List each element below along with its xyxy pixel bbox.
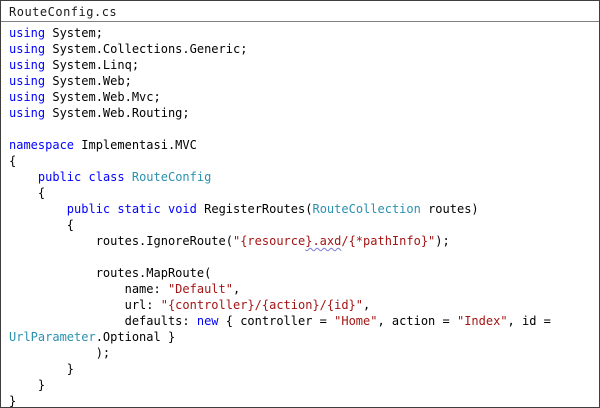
code-line: using System.Web.Routing; (9, 105, 599, 121)
code-token: class (88, 170, 125, 184)
code-token: } (9, 362, 75, 376)
code-token: routes.IgnoreRoute( (9, 234, 233, 248)
code-token: /{*pathInfo}" (341, 234, 436, 248)
code-line: UrlParameter.Optional } (9, 329, 599, 345)
code-token: { (9, 186, 46, 200)
code-token: routes) (420, 202, 479, 216)
code-line: routes.IgnoreRoute("{resource}.axd/{*pat… (9, 233, 599, 249)
code-line: } (9, 361, 599, 377)
code-line: public class RouteConfig (9, 169, 599, 185)
code-token: Implementasi.MVC (74, 138, 197, 152)
code-token: "{resource (232, 234, 306, 248)
code-line: using System; (9, 25, 599, 41)
code-token: System.Web; (45, 74, 132, 88)
code-token (125, 170, 132, 184)
code-line: ); (9, 345, 599, 361)
code-token: System.Web.Mvc; (45, 90, 161, 104)
code-token: UrlParameter (9, 330, 96, 344)
code-token: RouteConfig (131, 170, 212, 184)
code-token: "{controller}/{action}/{id}" (160, 298, 364, 312)
code-line: defaults: new { controller = "Home", act… (9, 313, 599, 329)
code-line: { (9, 185, 599, 201)
code-token: static (117, 202, 161, 216)
code-line: using System.Web.Mvc; (9, 89, 599, 105)
code-token: , id = (507, 314, 551, 328)
code-token: routes.MapRoute( (9, 266, 212, 280)
code-token (161, 202, 168, 216)
title-bar: RouteConfig.cs (1, 1, 599, 22)
code-token: "Home" (334, 314, 378, 328)
code-token: , (232, 282, 241, 296)
code-token: , (363, 298, 371, 312)
code-token: namespace (9, 138, 75, 152)
code-token: url: (9, 298, 161, 312)
code-token (9, 170, 38, 184)
code-token: public (66, 202, 111, 216)
code-token (9, 202, 67, 216)
code-token: void (167, 202, 197, 216)
code-line: using System.Web; (9, 73, 599, 89)
code-line: } (9, 377, 599, 393)
code-token: , action = (377, 314, 457, 328)
code-token: System; (45, 26, 103, 40)
code-token: public (37, 170, 82, 184)
code-token: RegisterRoutes( (196, 202, 313, 216)
code-line: { (9, 153, 599, 169)
code-token: defaults: (9, 314, 197, 328)
code-line: url: "{controller}/{action}/{id}", (9, 297, 599, 313)
code-token: using (9, 42, 46, 56)
code-token: .Optional } (95, 330, 176, 344)
code-token: System.Linq; (45, 58, 140, 72)
code-line (9, 121, 599, 137)
code-line: routes.MapRoute( (9, 265, 599, 281)
code-line: namespace Implementasi.MVC (9, 137, 599, 153)
code-line: } (9, 393, 599, 408)
code-token: using (9, 26, 46, 40)
code-line: { (9, 217, 599, 233)
code-token: "Index" (456, 314, 508, 328)
code-area[interactable]: using System;using System.Collections.Ge… (1, 22, 599, 408)
code-token: ); (9, 346, 111, 360)
code-token: RouteCollection (312, 202, 421, 216)
squiggle-token: }.axd (305, 234, 342, 248)
code-token: name: (9, 282, 168, 296)
code-line: using System.Collections.Generic; (9, 41, 599, 57)
code-token: ); (435, 234, 450, 248)
code-token: { (9, 218, 75, 232)
code-token: new (196, 314, 219, 328)
code-token: using (9, 90, 46, 104)
code-token: System.Collections.Generic; (45, 42, 248, 56)
code-token: using (9, 74, 46, 88)
code-token: using (9, 106, 46, 120)
code-line: public static void RegisterRoutes(RouteC… (9, 201, 599, 217)
code-token: } (9, 394, 17, 408)
code-token: "Default" (167, 282, 233, 296)
code-line (9, 249, 599, 265)
code-token: System.Web.Routing; (45, 106, 190, 120)
code-token: { controller = (218, 314, 335, 328)
code-token: using (9, 58, 46, 72)
code-line: name: "Default", (9, 281, 599, 297)
code-line: using System.Linq; (9, 57, 599, 73)
file-name: RouteConfig.cs (9, 5, 118, 19)
code-token: { (9, 154, 17, 168)
code-token (81, 170, 88, 184)
code-token: } (9, 378, 46, 392)
